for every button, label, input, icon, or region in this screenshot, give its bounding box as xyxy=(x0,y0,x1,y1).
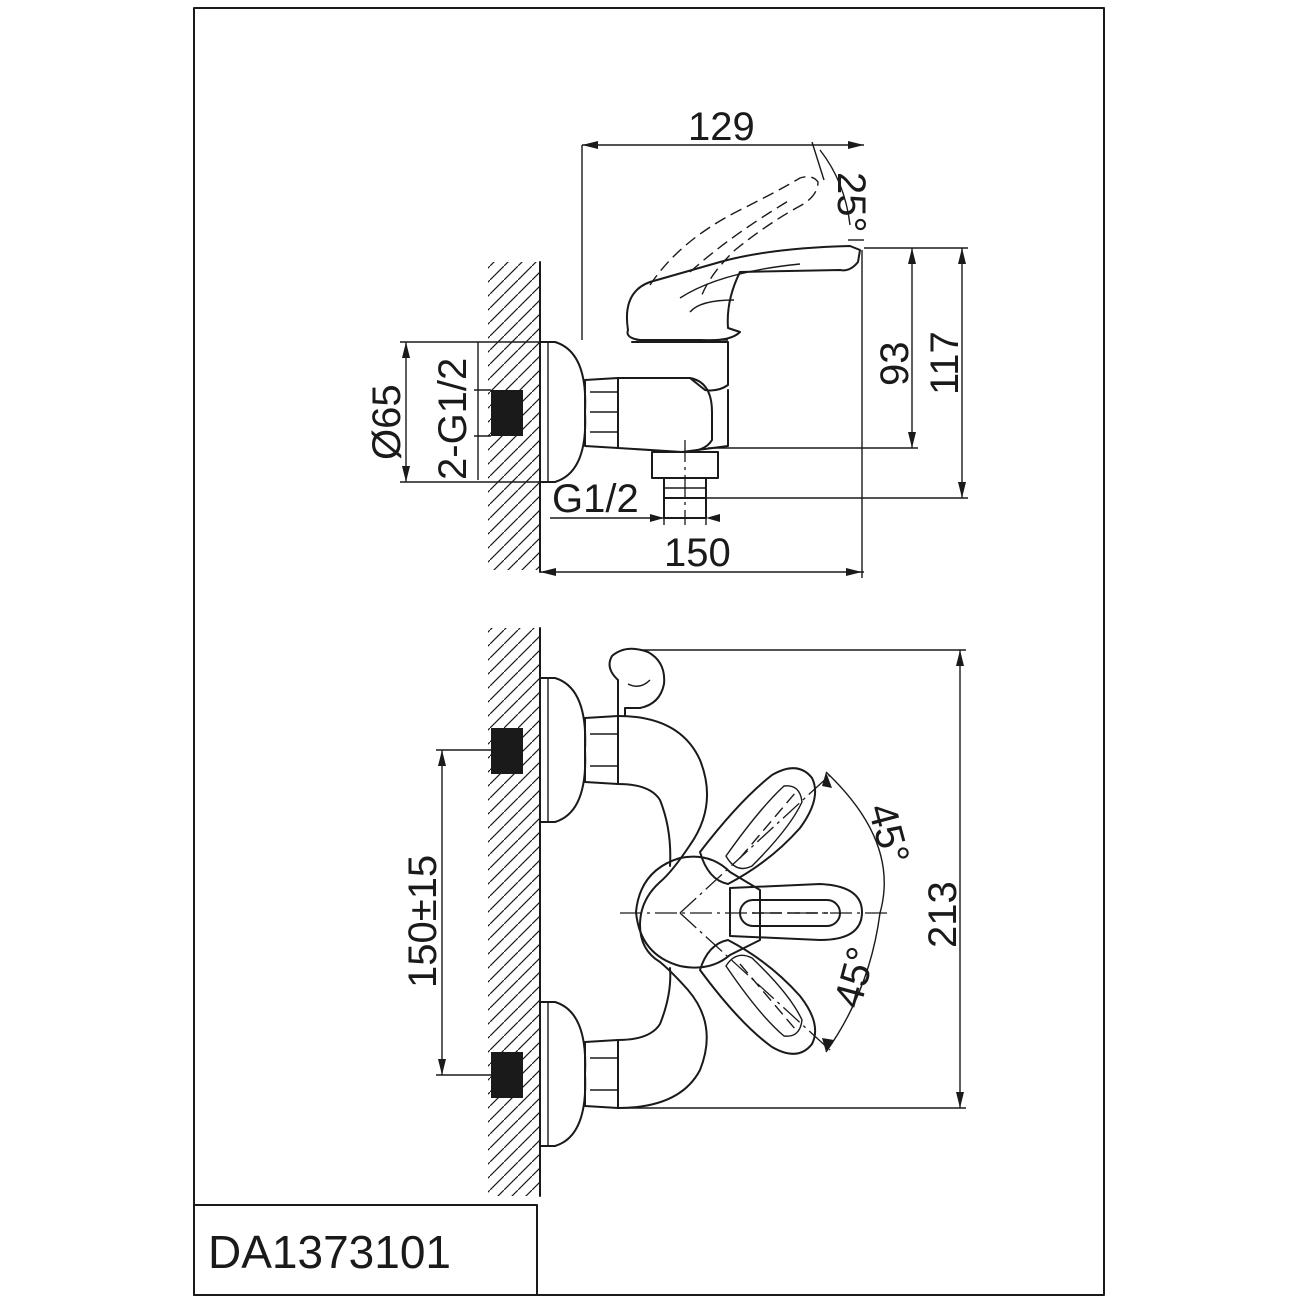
mixer-body-side xyxy=(617,377,713,453)
hex-connector xyxy=(584,377,619,449)
mixer-body-top xyxy=(617,715,709,1109)
dim-diameter-65: Ø65 xyxy=(365,384,409,460)
lever-lower xyxy=(699,939,816,1055)
cartridge-cap xyxy=(626,245,861,342)
dim-117: 117 xyxy=(923,331,967,395)
dim-angle-upper-45: 45° xyxy=(859,799,917,869)
dim-150-centers: 150±15 xyxy=(401,855,445,988)
title-block xyxy=(193,1204,538,1296)
side-view: 129 25° 93 117 Ø65 2-G1/2 xyxy=(365,105,968,578)
dim-93: 93 xyxy=(873,342,917,387)
lever-upper xyxy=(699,767,816,885)
wall-hatch-top xyxy=(488,628,540,1196)
lever-raised-outline xyxy=(649,175,819,301)
cartridge-dome xyxy=(635,855,761,969)
wall-inlet-thread xyxy=(491,390,523,436)
lever-center xyxy=(729,883,863,941)
dim-angle-lower-45: 45° xyxy=(826,943,884,1013)
drawing-frame xyxy=(193,7,1105,1296)
dim-150-depth: 150 xyxy=(664,531,731,575)
outlet-nipple xyxy=(651,451,719,479)
flange-cover xyxy=(539,341,587,483)
top-view: 45° 45° 213 150±15 xyxy=(401,627,966,1197)
upper-flange xyxy=(539,677,587,823)
dim-outlet-thread: G1/2 xyxy=(552,477,639,521)
dim-213: 213 xyxy=(921,881,965,948)
shower-hook xyxy=(608,647,666,717)
dim-25-deg: 25° xyxy=(829,172,873,233)
dim-inlet-thread: 2-G1/2 xyxy=(431,358,475,480)
lower-inlet-thread xyxy=(491,1052,523,1098)
upper-inlet-thread xyxy=(491,728,523,774)
lower-flange xyxy=(539,1001,587,1147)
model-code-label: DA1373101 xyxy=(208,1226,451,1278)
dim-129: 129 xyxy=(688,105,755,149)
